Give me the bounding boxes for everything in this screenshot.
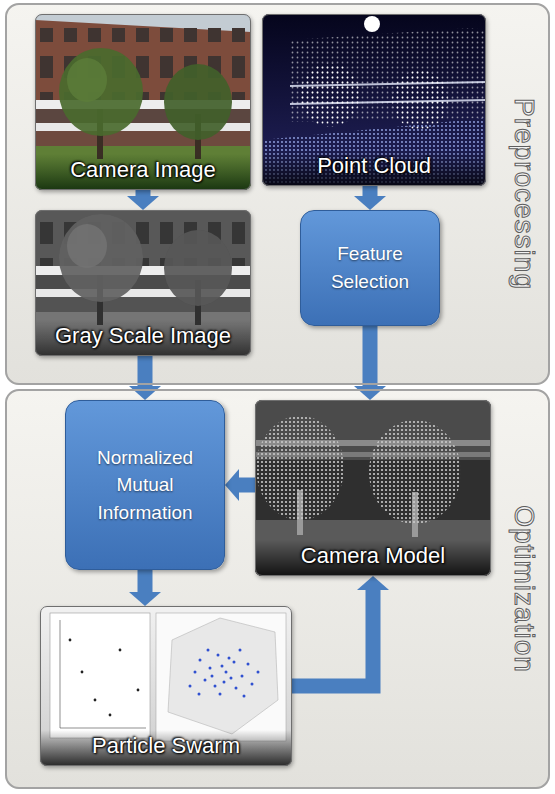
stage-title: Preprocessing [508,98,540,290]
photo-scene [35,14,251,190]
flow-arrow [363,186,378,196]
cloud-tree [300,63,360,127]
process-label: Feature Selection [311,240,429,295]
illustration-detail [235,687,238,690]
plot-dot [109,714,112,717]
image-label: Gray Scale Image [55,323,231,349]
particle-cloud [189,649,260,698]
process-box: Feature Selection [300,210,440,326]
illustration-detail [230,677,233,680]
illustration-detail [189,685,192,688]
camera-model-picture [255,400,491,576]
grayscale-photo [35,210,251,356]
swarm-ground [40,606,292,766]
illustration-detail [228,657,231,660]
cloud-blob [364,16,380,32]
image-label: Camera Model [301,543,445,569]
model-ground [255,400,491,576]
image-tile: Camera Image [35,14,251,190]
illustration-detail [225,671,228,674]
label-band [40,730,292,766]
image-label: Point Cloud [317,153,431,179]
illustration-detail [251,683,254,686]
process-box: Normalized Mutual Information [65,400,225,570]
illustration-detail [211,675,214,678]
flow-arrow [363,326,378,386]
illustration-detail [247,663,250,666]
plot-axis [60,620,61,728]
panel-ground [5,3,550,385]
illustration-detail [241,675,244,678]
label-band [262,150,486,186]
panel-ground [5,389,550,789]
image-tile: Camera Model [255,400,491,576]
cloud-ground [262,14,486,186]
process-label: Normalized Mutual Information [76,444,214,527]
plot-frame [50,613,150,738]
illustration-detail [204,679,207,682]
image-tile: Point Cloud [262,14,486,186]
illustration-detail [194,671,197,674]
search-space [168,618,278,734]
illustration-detail [199,659,202,662]
cloud-floor [262,118,486,186]
flow-arrow [136,190,151,196]
label-band [255,540,491,576]
stage-panel: Preprocessing Camera Image Point CloudGray… [5,3,550,385]
image-label: Particle Swarm [92,733,240,759]
cloud-tree [392,70,448,130]
illustration-detail [214,685,217,688]
plot-dot [81,671,84,674]
model-tree [369,420,461,524]
stage-panel: Optimization Normalized Mutual Informatio… [5,389,550,789]
illustration-detail [233,661,236,664]
illustration-detail [207,649,210,652]
image-tile: Particle Swarm [40,606,292,766]
plot-dot [119,649,122,652]
plot-dot [137,689,140,692]
camera-photo [35,14,251,190]
plot-axis [60,728,146,729]
flow-arrow [292,590,373,686]
plot-dot [94,699,97,702]
illustration-detail [221,665,224,668]
photo-scene [35,210,251,356]
illustration-detail [243,695,246,698]
illustration-detail [223,681,226,684]
model-tree [256,416,344,520]
illustration-detail [217,654,220,657]
flow-arrow [138,570,153,592]
illustration-detail [219,693,222,696]
flow-arrow [138,356,153,386]
model-lawn [255,520,491,576]
plot-dot [69,639,72,642]
flow-arrow [239,478,255,493]
illustration-detail [209,667,212,670]
title-column: Optimization [504,391,544,787]
stage-title: Optimization [508,505,540,673]
illustration-detail [239,649,242,652]
illustration-detail [257,671,260,674]
plot-frame [156,613,286,741]
title-column: Preprocessing [504,5,544,383]
image-label: Camera Image [70,157,216,183]
illustration-detail [198,693,201,696]
image-tile: Gray Scale Image [35,210,251,356]
particle-swarm-picture [40,606,292,766]
point-cloud-picture [262,14,486,186]
